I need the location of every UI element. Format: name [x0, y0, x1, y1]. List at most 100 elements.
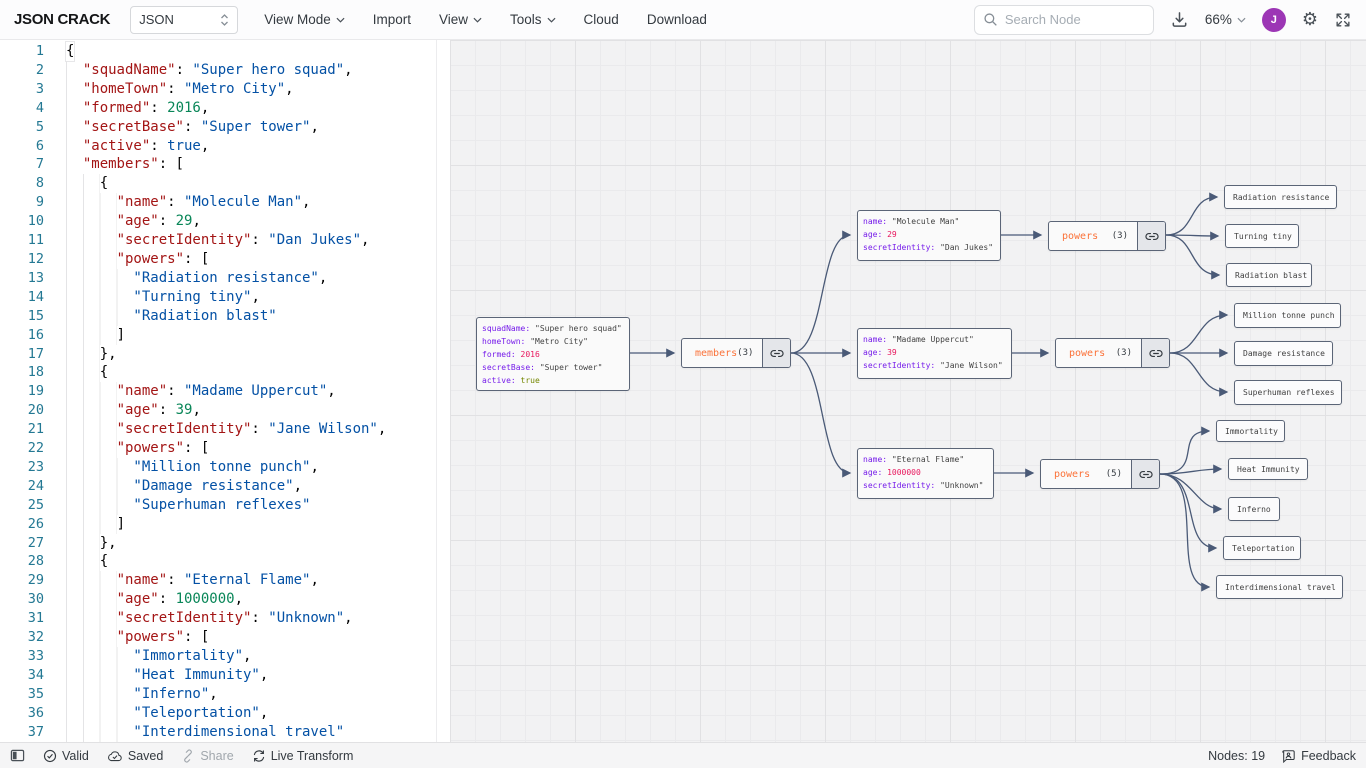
collapse-link-icon[interactable]: [1137, 222, 1165, 250]
graph-node-powers-2[interactable]: powers (3): [1055, 338, 1170, 368]
menu-download[interactable]: Download: [647, 12, 707, 27]
code-line[interactable]: "powers": [: [66, 439, 209, 458]
code-line[interactable]: "Million tonne punch",: [66, 458, 319, 477]
graph-node-power[interactable]: Million tonne punch: [1234, 303, 1341, 328]
collapse-link-icon[interactable]: [1141, 339, 1169, 367]
code-line[interactable]: "Heat Immunity",: [66, 666, 268, 685]
graph-node-power[interactable]: Teleportation: [1223, 536, 1301, 560]
code-line[interactable]: "Radiation blast": [66, 307, 277, 326]
graph-node-power[interactable]: Damage resistance: [1234, 341, 1333, 366]
zoom-level-button[interactable]: 66%: [1205, 12, 1246, 27]
code-line[interactable]: ]: [66, 326, 125, 345]
code-line[interactable]: "secretIdentity": "Jane Wilson",: [66, 420, 386, 439]
code-line[interactable]: "age": 1000000,: [66, 590, 243, 609]
graph-node-power[interactable]: Heat Immunity: [1228, 458, 1308, 480]
code-line[interactable]: "Immortality",: [66, 647, 251, 666]
json-editor[interactable]: 1{2"squadName": "Super hero squad",3"hom…: [0, 40, 450, 742]
search-input[interactable]: [974, 5, 1154, 35]
graph-node-member-1[interactable]: name: "Molecule Man" age: 29 secretIdent…: [857, 210, 1001, 261]
editor-line: 19"name": "Madame Uppercut",: [0, 382, 436, 401]
download-image-button[interactable]: [1170, 10, 1189, 29]
code-line[interactable]: "name": "Madame Uppercut",: [66, 382, 336, 401]
code-line[interactable]: "name": "Molecule Man",: [66, 193, 310, 212]
share-link-icon: [181, 749, 195, 763]
menu-cloud[interactable]: Cloud: [584, 12, 619, 27]
code-line[interactable]: "formed": 2016,: [66, 99, 209, 118]
code-line[interactable]: "age": 39,: [66, 401, 201, 420]
code-line[interactable]: "age": 29,: [66, 212, 201, 231]
code-line[interactable]: "powers": [: [66, 628, 209, 647]
graph-node-powers-1[interactable]: powers (3): [1048, 221, 1166, 251]
graph-node-members[interactable]: members (3): [681, 338, 791, 368]
nodes-count: Nodes: 19: [1208, 749, 1265, 763]
code-line[interactable]: "Superhuman reflexes": [66, 496, 310, 515]
live-transform-toggle[interactable]: Live Transform: [252, 749, 354, 763]
code-line[interactable]: "homeTown": "Metro City",: [66, 80, 294, 99]
code-line[interactable]: },: [66, 345, 117, 364]
code-line[interactable]: },: [66, 534, 117, 553]
line-number: 26: [0, 515, 44, 534]
code-line[interactable]: "Turning tiny",: [66, 288, 260, 307]
valid-status: Valid: [43, 749, 89, 763]
code-line[interactable]: {: [66, 42, 74, 61]
share-button[interactable]: Share: [181, 749, 233, 763]
graph-node-power[interactable]: Inferno: [1228, 497, 1280, 521]
code-line[interactable]: "powers": [: [66, 250, 209, 269]
code-line[interactable]: "name": "Eternal Flame",: [66, 571, 319, 590]
code-line[interactable]: "active": true,: [66, 137, 209, 156]
indent-guide: [66, 496, 133, 515]
graph-node-power[interactable]: Immortality: [1216, 420, 1285, 442]
graph-canvas[interactable]: squadName: "Super hero squad" homeTown: …: [450, 40, 1366, 742]
graph-node-member-3[interactable]: name: "Eternal Flame" age: 1000000 secre…: [857, 448, 994, 499]
graph-node-power[interactable]: Superhuman reflexes: [1234, 380, 1342, 405]
settings-button[interactable]: ⚙: [1302, 11, 1318, 29]
code-line[interactable]: {: [66, 363, 108, 382]
menu-view-mode[interactable]: View Mode: [264, 12, 345, 27]
menu-tools[interactable]: Tools: [510, 12, 556, 27]
menu-import[interactable]: Import: [373, 12, 411, 27]
graph-node-root[interactable]: squadName: "Super hero squad" homeTown: …: [476, 317, 630, 391]
collapse-link-icon[interactable]: [762, 339, 790, 367]
line-number: 4: [0, 99, 44, 118]
code-line[interactable]: "secretIdentity": "Unknown",: [66, 609, 353, 628]
format-select[interactable]: JSON: [130, 6, 238, 34]
graph-node-power[interactable]: Interdimensional travel: [1216, 575, 1343, 599]
feedback-icon: [1281, 749, 1296, 763]
indent-guide: [66, 420, 117, 439]
graph-node-member-2[interactable]: name: "Madame Uppercut" age: 39 secretId…: [857, 328, 1012, 379]
panel-toggle-icon: [10, 748, 25, 763]
code-line[interactable]: {: [66, 552, 108, 571]
editor-line: 24"Damage resistance",: [0, 477, 436, 496]
code-line[interactable]: "Interdimensional travel": [66, 723, 344, 742]
line-number: 36: [0, 704, 44, 723]
code-line[interactable]: {: [66, 174, 108, 193]
code-line[interactable]: "Radiation resistance",: [66, 269, 327, 288]
toggle-editor-panel-button[interactable]: [10, 748, 25, 763]
code-line[interactable]: ]: [66, 515, 125, 534]
chevron-down-icon: [336, 17, 345, 23]
refresh-icon: [252, 749, 266, 763]
code-line[interactable]: "Damage resistance",: [66, 477, 302, 496]
code-line[interactable]: "squadName": "Super hero squad",: [66, 61, 353, 80]
graph-node-powers-3[interactable]: powers (5): [1040, 459, 1160, 489]
editor-line: 26]: [0, 515, 436, 534]
code-line[interactable]: "Teleportation",: [66, 704, 268, 723]
code-line[interactable]: "Inferno",: [66, 685, 218, 704]
collapse-link-icon[interactable]: [1131, 460, 1159, 488]
avatar[interactable]: J: [1262, 8, 1286, 32]
line-number: 15: [0, 307, 44, 326]
graph-node-power[interactable]: Turning tiny: [1225, 224, 1299, 248]
indent-guide: [66, 685, 133, 704]
graph-node-power[interactable]: Radiation blast: [1226, 263, 1312, 287]
editor-line: 11"secretIdentity": "Dan Jukes",: [0, 231, 436, 250]
editor-line: 5"secretBase": "Super tower",: [0, 118, 436, 137]
chevron-down-icon: [473, 17, 482, 23]
menu-view[interactable]: View: [439, 12, 482, 27]
feedback-button[interactable]: Feedback: [1281, 749, 1356, 763]
code-line[interactable]: "members": [: [66, 155, 184, 174]
code-line[interactable]: "secretIdentity": "Dan Jukes",: [66, 231, 369, 250]
fullscreen-button[interactable]: [1334, 11, 1352, 29]
graph-node-power[interactable]: Radiation resistance: [1224, 185, 1337, 209]
code-line[interactable]: "secretBase": "Super tower",: [66, 118, 319, 137]
line-number: 3: [0, 80, 44, 99]
